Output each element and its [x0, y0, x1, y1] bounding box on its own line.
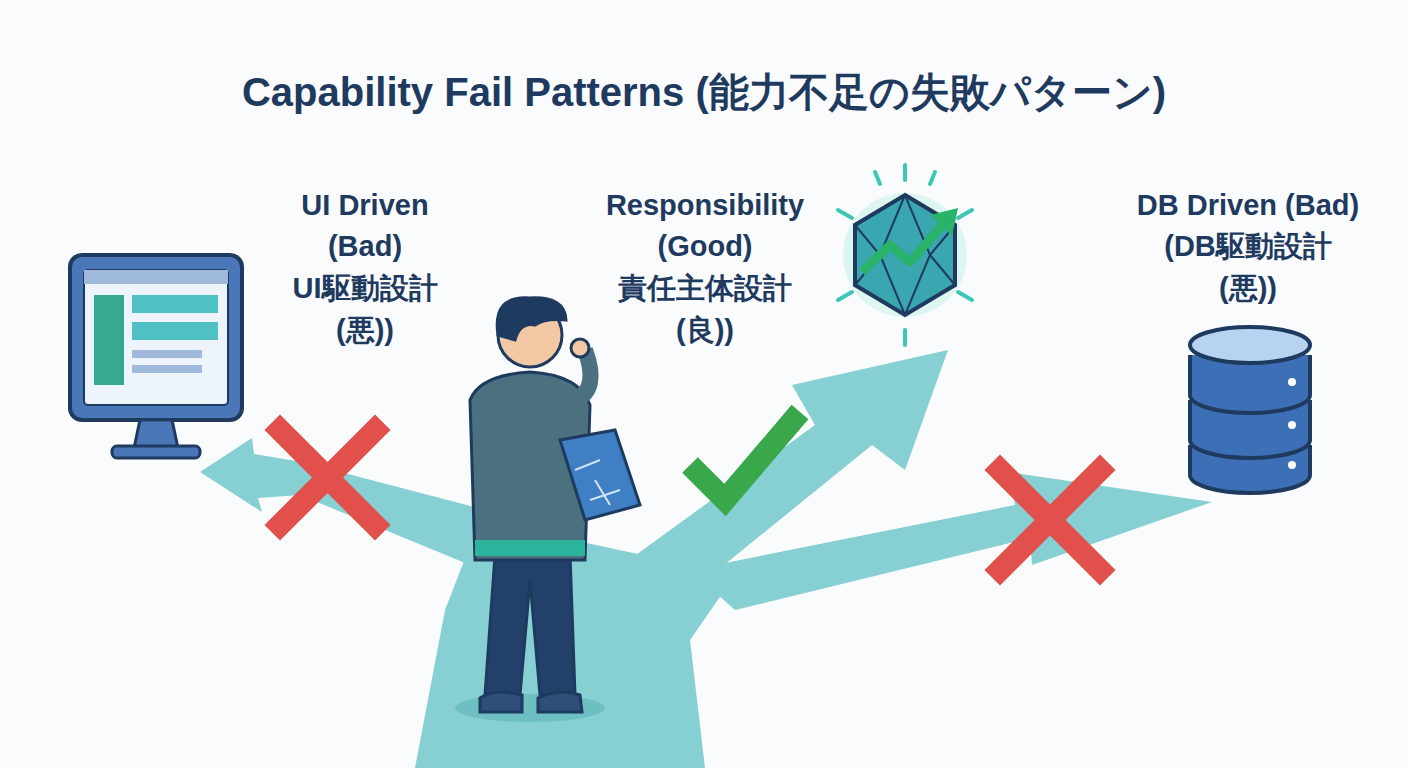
option-label: 責任主体設計: [618, 271, 792, 306]
option-label: Responsibility: [606, 188, 804, 223]
option-label: UI駆動設計: [293, 271, 438, 306]
cross-mark: [280, 430, 1100, 570]
title: Capability Fail Patterns (能力不足の失敗パターン): [242, 65, 1166, 120]
gem-icon: [838, 165, 972, 345]
check-mark: [690, 412, 800, 500]
option-label: UI Driven: [301, 188, 428, 223]
person: [470, 298, 640, 712]
monitor-icon: [70, 255, 242, 458]
option-label: DB Driven (Bad): [1137, 188, 1359, 223]
option-label: (良)): [676, 313, 734, 348]
option-label: (悪)): [1219, 271, 1277, 306]
option-label: (Good): [657, 229, 752, 264]
road: [200, 350, 1212, 768]
database-icon: [1190, 327, 1310, 493]
option-label: (DB駆動設計: [1164, 229, 1332, 264]
option-label: (Bad): [328, 229, 402, 264]
option-label: (悪)): [336, 313, 394, 348]
